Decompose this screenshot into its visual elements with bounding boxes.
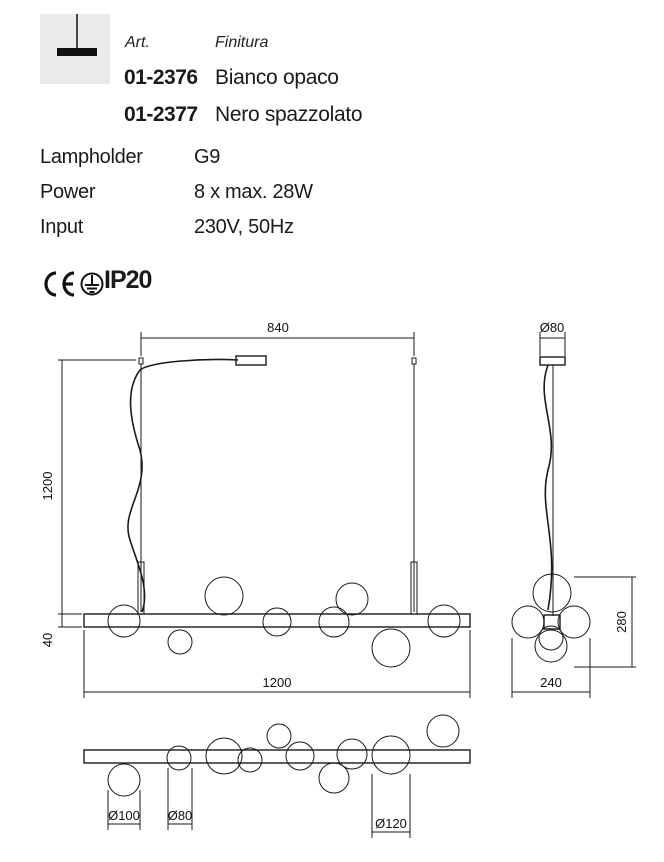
- finish-header: Finitura: [215, 34, 269, 51]
- spec-label-power: Power: [40, 181, 96, 203]
- dim-front-height: 1200: [40, 472, 55, 501]
- dim-diameter-80: Ø80: [168, 808, 193, 823]
- dim-bar-height: 40: [40, 633, 55, 647]
- article-finish-1: Bianco opaco: [215, 66, 339, 89]
- class-1-earth-icon: [80, 272, 104, 296]
- article-finish-2: Nero spazzolato: [215, 103, 363, 126]
- spec-value-input: 230V, 50Hz: [194, 216, 294, 238]
- pendant-thumbnail-icon: [57, 14, 97, 56]
- dim-front-width-bottom: 1200: [263, 675, 292, 690]
- ip-rating: IP20: [104, 266, 152, 294]
- spec-label-lampholder: Lampholder: [40, 146, 143, 168]
- art-header: Art.: [125, 34, 150, 51]
- spec-label-input: Input: [40, 216, 83, 238]
- spec-value-power: 8 x max. 28W: [194, 181, 313, 203]
- spec-value-lampholder: G9: [194, 146, 221, 168]
- article-code-1: 01-2376: [124, 66, 198, 89]
- article-code-2: 01-2377: [124, 103, 198, 126]
- certification-marks: [44, 271, 104, 297]
- dim-side-height: 280: [614, 611, 629, 633]
- side-view: [511, 332, 636, 698]
- front-view: [58, 332, 471, 698]
- product-thumbnail: [40, 14, 110, 84]
- dim-side-canopy: Ø80: [540, 320, 565, 335]
- dim-diameter-small: Ø100: [108, 808, 140, 823]
- dim-diameter-large: Ø120: [375, 816, 407, 831]
- top-view: [83, 714, 471, 838]
- technical-drawing: 840 1200 40 1200 Ø80 280 240 Ø100 Ø80 Ø1…: [40, 320, 636, 838]
- dim-front-width-top: 840: [267, 320, 289, 335]
- dim-side-width: 240: [540, 675, 562, 690]
- ce-mark-icon: [44, 271, 75, 297]
